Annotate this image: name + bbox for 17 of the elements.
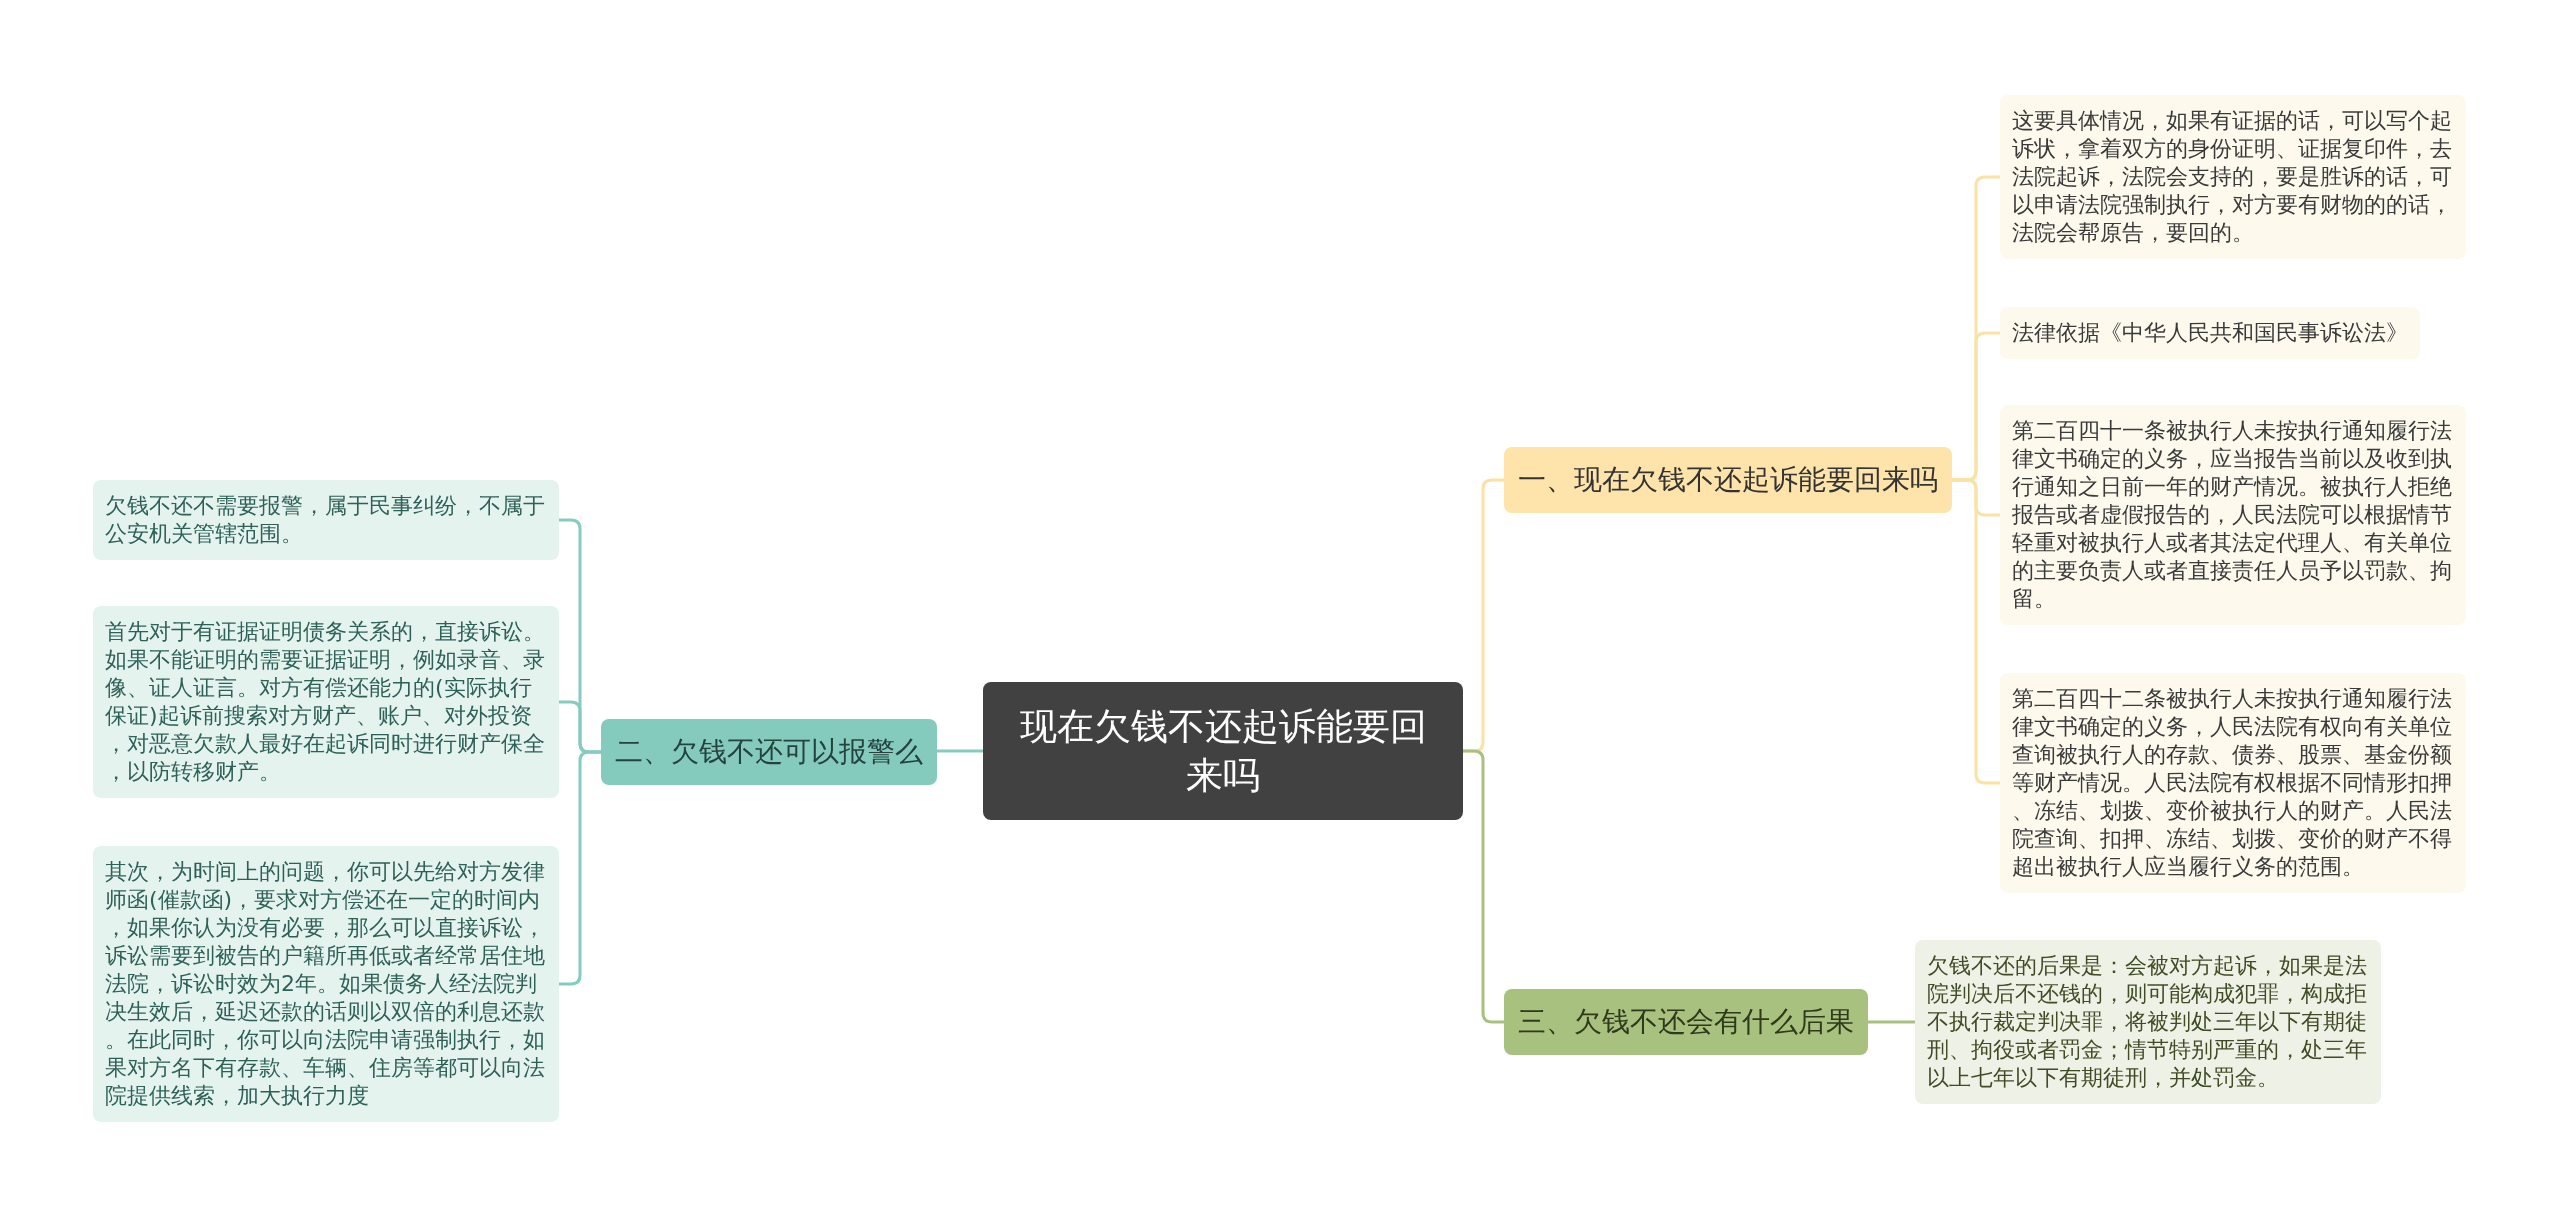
note-box: 首先对于有证据证明债务关系的，直接诉讼。如果不能证明的需要证据证明，例如录音、录像、证人证言。对方有偿还能力的(实际执行保证)起诉前搜索对方财产、账户、对外投资，对恶意欠款人最好在起诉同时进行财产保全，以防转移财产。: [93, 606, 559, 798]
connector-line: [937, 749, 983, 753]
branch-topic: 二、欠钱不还可以报警么: [601, 719, 937, 785]
connector-line: [1952, 478, 2000, 785]
note-box: 第二百四十一条被执行人未按执行通知履行法律文书确定的义务，应当报告当前以及收到执行通知之日前一年的财产情况。被执行人拒绝报告或者虚假报告的，人民法院可以根据情节轻重对被执行人或者其法定代理人、有关单位的主要负责人或者直接责任人员予以罚款、拘留。: [2000, 405, 2466, 625]
note-box: 欠钱不还的后果是：会被对方起诉，如果是法院判决后不还钱的，则可能构成犯罪，构成拒不执行裁定判决罪，将被判处三年以下有期徒刑、拘役或者罚金；情节特别严重的，处三年以上七年以下有期徒刑，并处罚金。: [1915, 940, 2381, 1104]
note-box: 欠钱不还不需要报警，属于民事纠纷，不属于公安机关管辖范围。: [93, 480, 559, 560]
branch-topic: 一、现在欠钱不还起诉能要回来吗: [1504, 447, 1952, 513]
connector-line: [559, 750, 601, 986]
branch-topic: 三、欠钱不还会有什么后果: [1504, 989, 1868, 1055]
note-box: 这要具体情况，如果有证据的话，可以写个起诉状，拿着双方的身份证明、证据复印件，去法院起诉，法院会支持的，要是胜诉的话，可以申请法院强制执行，对方要有财物的的话，法院会帮原告，要回的。: [2000, 95, 2466, 259]
note-box: 其次，为时间上的问题，你可以先给对方发律师函(催款函)，要求对方偿还在一定的时间内，如果你认为没有必要，那么可以直接诉讼，诉讼需要到被告的户籍所再低或者经常居住地法院，诉讼时效为2年。如果债务人经法院判决生效后，延迟还款的话则以双倍的利息还款。在此同时，你可以向法院申请强制执行，如果对方名下有存款、车辆、住房等都可以向法院提供线索，加大执行力度: [93, 846, 559, 1122]
connector-line: [1463, 749, 1504, 1024]
note-box: 第二百四十二条被执行人未按执行通知履行法律文书确定的义务，人民法院有权向有关单位查询被执行人的存款、债券、股票、基金份额等财产情况。人民法院有权根据不同情形扣押、冻结、划拨、变价被执行人的财产。人民法院查询、扣押、冻结、划拨、变价的财产不得超出被执行人应当履行义务的范围。: [2000, 673, 2466, 893]
central-topic: 现在欠钱不还起诉能要回来吗: [983, 682, 1463, 820]
note-box: 法律依据《中华人民共和国民事诉讼法》: [2000, 307, 2420, 359]
connector-line: [1868, 1020, 1915, 1024]
